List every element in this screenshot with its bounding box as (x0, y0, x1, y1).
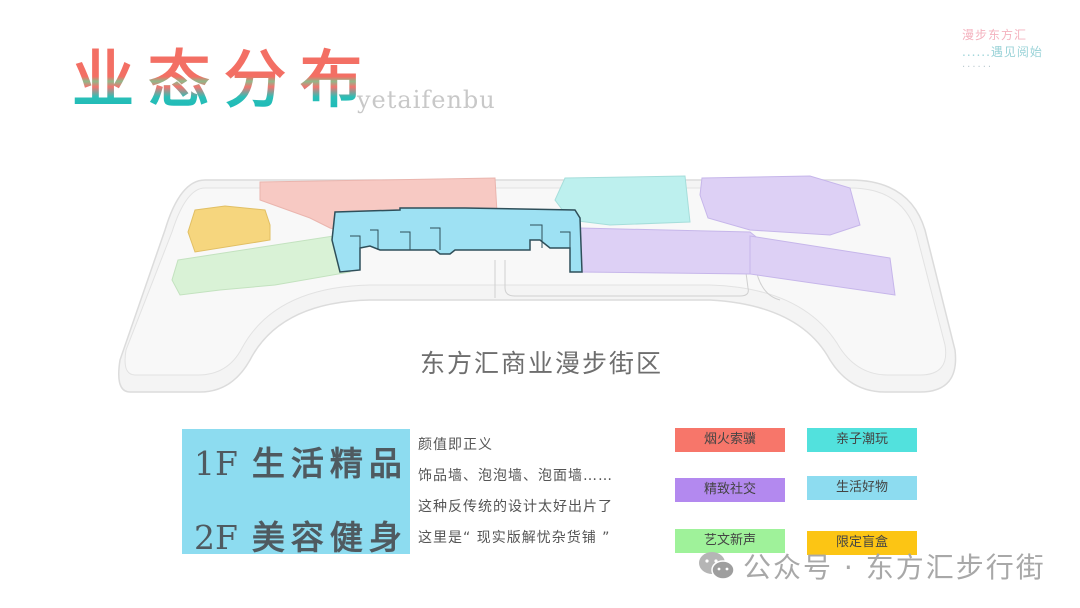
logo-line-2: ......遇见阅始 (962, 45, 1043, 59)
floor-2-label: 美容健身 (251, 518, 408, 557)
legend-tag-qinzi: 亲子潮玩 (807, 428, 917, 452)
map-caption: 东方汇商业漫步街区 (420, 349, 664, 378)
site-map: 东方汇商业漫步街区 (110, 170, 960, 400)
logo-dots: ...... (962, 59, 994, 70)
watermark: 公众号 · 东方汇步行街 (697, 548, 1046, 584)
description-line: 颜值即正义 (418, 437, 493, 453)
legend-tag-yanhuo: 烟火索骥 (675, 428, 785, 452)
brand-logo: 漫步东方汇 ......遇见阅始 ...... (960, 26, 1060, 76)
floor-2: 2F 美容健身 (194, 511, 408, 559)
legend-tag-yiwen: 艺文新声 (675, 529, 785, 553)
description-line: 这种反传统的设计太好出片了 (418, 499, 613, 515)
legend-tag-xianding: 限定盲盒 (807, 531, 917, 555)
floor-2-level: 2F (194, 518, 238, 557)
floor-1-level: 1F (194, 444, 238, 483)
floor-1-label: 生活精品 (251, 444, 408, 483)
description-line: 这里是“ 现实版解忧杂货铺 ” (418, 530, 611, 546)
description-line: 饰品墙、泡泡墙、泡面墙…… (418, 468, 613, 484)
watermark-text: 公众号 · 东方汇步行街 (743, 551, 1046, 584)
legend-tag-shenghuo: 生活好物 (807, 476, 917, 500)
floor-summary-box: 1F 生活精品 2F 美容健身 (182, 429, 410, 557)
wechat-icon (699, 552, 735, 580)
logo-line-1: 漫步东方汇 (962, 28, 1028, 42)
description-text: 颜值即正义 饰品墙、泡泡墙、泡面墙…… 这种反传统的设计太好出片了 这里是“ 现… (418, 432, 668, 556)
page-title-pinyin: yetaifenbu (357, 86, 496, 114)
map-illustration (118, 175, 957, 393)
legend-tag-jingzhi: 精致社交 (675, 478, 785, 502)
page-title: 业态分布 (72, 43, 377, 116)
floor-1: 1F 生活精品 (194, 437, 408, 485)
